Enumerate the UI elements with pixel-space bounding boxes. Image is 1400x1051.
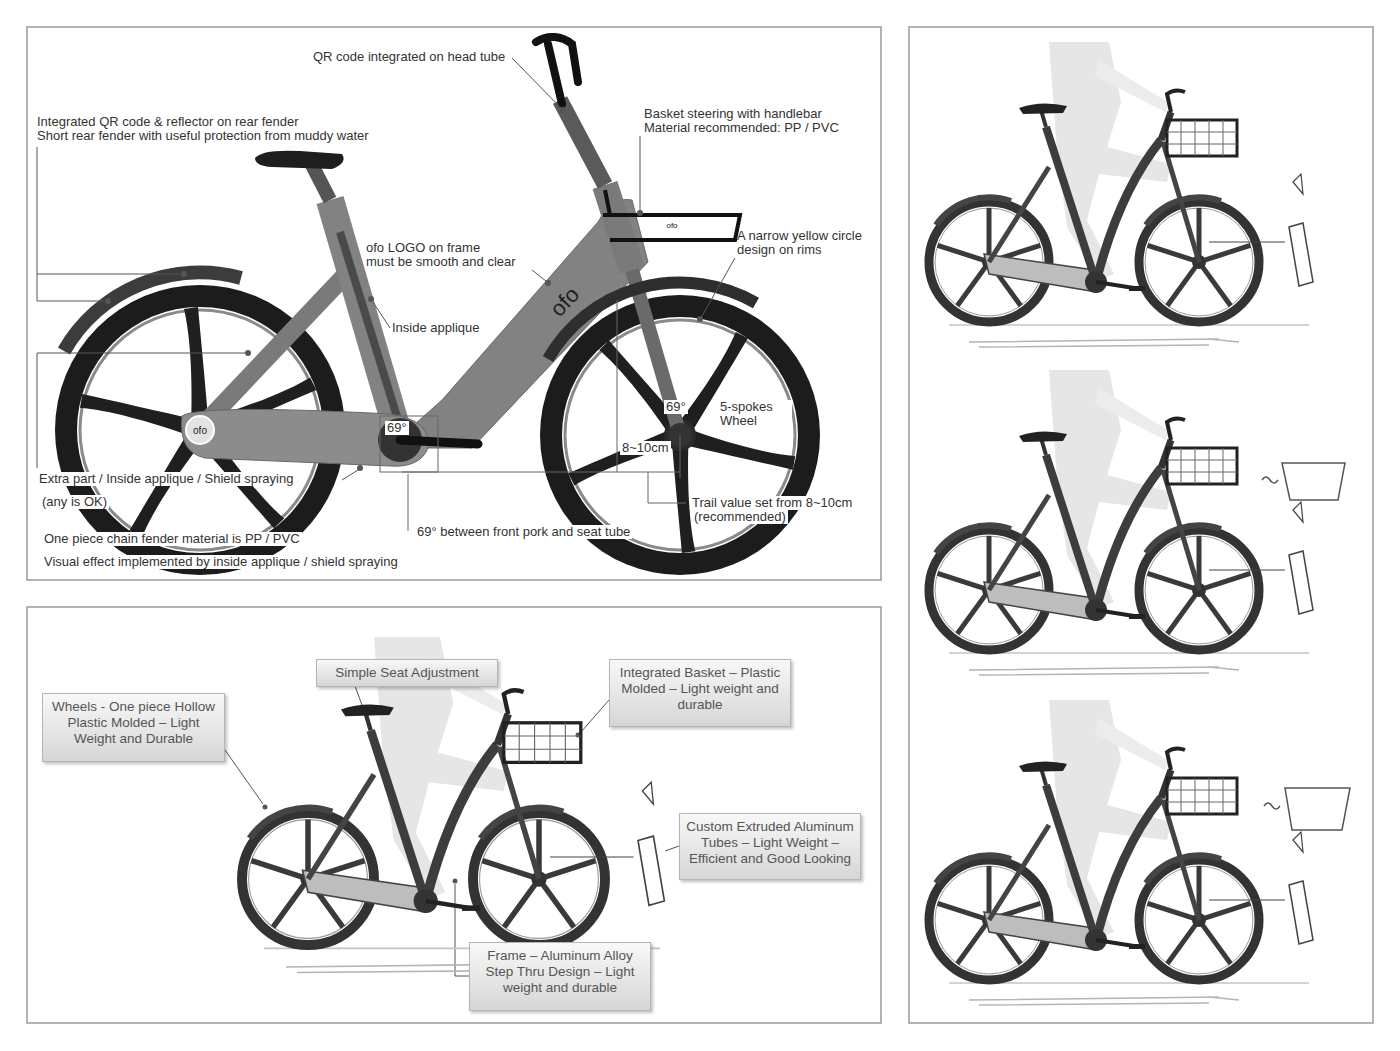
basket-sketches	[1264, 803, 1280, 809]
leader-lines	[225, 750, 263, 804]
dimension-lines	[380, 300, 686, 531]
leader-dots	[357, 465, 363, 471]
basket-sketches	[1285, 788, 1350, 830]
hub-badge	[186, 416, 214, 444]
dimension-lines	[617, 300, 618, 472]
stem	[560, 100, 605, 185]
leader-dots	[245, 350, 251, 356]
angle-value: 69°	[385, 421, 409, 435]
callout-label: Short rear fender with useful protection…	[37, 129, 369, 143]
front-wheel	[677, 420, 797, 479]
leader-dots	[368, 296, 374, 302]
callout-label: must be smooth and clear	[366, 255, 516, 269]
crank-arm	[400, 440, 478, 444]
feature-box: Frame – Aluminum Alloy Step Thru Design …	[469, 942, 651, 1011]
callout-label: Material recommended: PP / PVC	[644, 121, 839, 135]
feature-text: Integrated Basket – Plastic Molded – Lig…	[616, 665, 784, 713]
leader-lines	[342, 470, 358, 480]
saddle	[255, 151, 344, 169]
feature-text: Simple Seat Adjustment	[323, 665, 491, 681]
leader-lines	[373, 302, 390, 328]
feature-box: Custom Extruded Aluminum Tubes – Light W…	[679, 813, 861, 880]
panel-frames	[27, 27, 1373, 1023]
feature-box: Integrated Basket – Plastic Molded – Lig…	[609, 659, 791, 727]
leader-dots	[560, 107, 566, 113]
leader-lines	[665, 846, 679, 851]
seat-post	[312, 165, 330, 200]
leader-dots	[545, 280, 551, 286]
callout-label: (any is OK)	[40, 495, 109, 509]
front-wheel	[671, 435, 695, 553]
callout-label: ofo LOGO on frame	[366, 241, 480, 255]
panel-frames	[27, 27, 881, 580]
leader-lines	[37, 274, 180, 275]
leader-lines	[37, 353, 245, 468]
angle-value: 69°	[664, 400, 688, 414]
seat-stay	[208, 268, 352, 420]
panel-frames	[27, 607, 881, 1023]
callout-label: 5-spokes Wheel	[718, 400, 792, 428]
leader-dots	[637, 210, 643, 216]
leader-lines	[455, 884, 469, 976]
basket-sketches	[1282, 463, 1345, 500]
logo-text: ofo	[193, 425, 207, 436]
callout-label: One piece chain fender material is PP / …	[42, 532, 302, 546]
basket-sketches	[1262, 463, 1350, 830]
callout-label: QR code integrated on head tube	[313, 50, 505, 64]
front-wheel	[562, 317, 798, 553]
feature-box: Simple Seat Adjustment	[316, 659, 498, 687]
basket	[603, 215, 740, 240]
panel-frames	[909, 27, 1373, 1023]
dimension-lines	[380, 416, 438, 472]
sketch-bike	[242, 637, 664, 973]
callout-label: A narrow yellow circle	[737, 229, 862, 243]
logo-text: ofo	[666, 222, 677, 231]
chain-guard	[181, 409, 428, 466]
leader-lines	[581, 700, 609, 732]
dimension-value: 8~10cm	[620, 441, 671, 455]
leader-dots	[263, 805, 268, 810]
leader-dots	[105, 298, 111, 304]
leader-dots	[697, 316, 703, 322]
leader-lines	[37, 58, 735, 976]
leader-dots	[181, 271, 187, 277]
dimension-lines	[680, 435, 681, 478]
leader-dots	[453, 879, 458, 884]
feature-text: Wheels - One piece Hollow Plastic Molded…	[49, 699, 218, 747]
callout-label: design on rims	[737, 243, 822, 257]
sketch-bike	[929, 700, 1313, 1005]
head-tube	[605, 185, 632, 270]
handlebar	[536, 37, 578, 104]
leader-lines	[512, 58, 563, 110]
dimension-lines	[408, 474, 409, 531]
sketch-bike	[929, 370, 1313, 675]
callout-label: Extra part / Inside applique / Shield sp…	[37, 472, 295, 486]
feature-text: Custom Extruded Aluminum Tubes – Light W…	[686, 819, 854, 867]
callout-label: (recommended)	[692, 510, 788, 524]
callout-label: Trail value set from 8~10cm	[690, 496, 854, 510]
basket-sketches	[1262, 477, 1278, 483]
leader-lines	[640, 136, 641, 210]
seat-tube	[330, 200, 400, 440]
rear-fender	[64, 273, 241, 351]
sketch-bike	[929, 42, 1313, 347]
basket-support	[605, 190, 610, 215]
leader-lines	[702, 258, 735, 316]
feature-box: Wheels - One piece Hollow Plastic Molded…	[42, 693, 225, 762]
leader-lines	[355, 686, 362, 705]
callout-label: 69° between front pork and seat tube	[415, 525, 632, 539]
dimension-lines	[402, 472, 680, 473]
callout-label: Basket steering with handlebar	[644, 107, 822, 121]
leader-lines	[532, 270, 546, 281]
feature-text: Frame – Aluminum Alloy Step Thru Design …	[476, 948, 644, 996]
callout-label: Integrated QR code & reflector on rear f…	[37, 115, 299, 129]
leader-lines	[37, 147, 104, 301]
callout-label: Inside applique	[392, 321, 479, 335]
dimension-lines	[648, 472, 686, 503]
callout-label: Visual effect implemented by inside appl…	[42, 555, 400, 569]
